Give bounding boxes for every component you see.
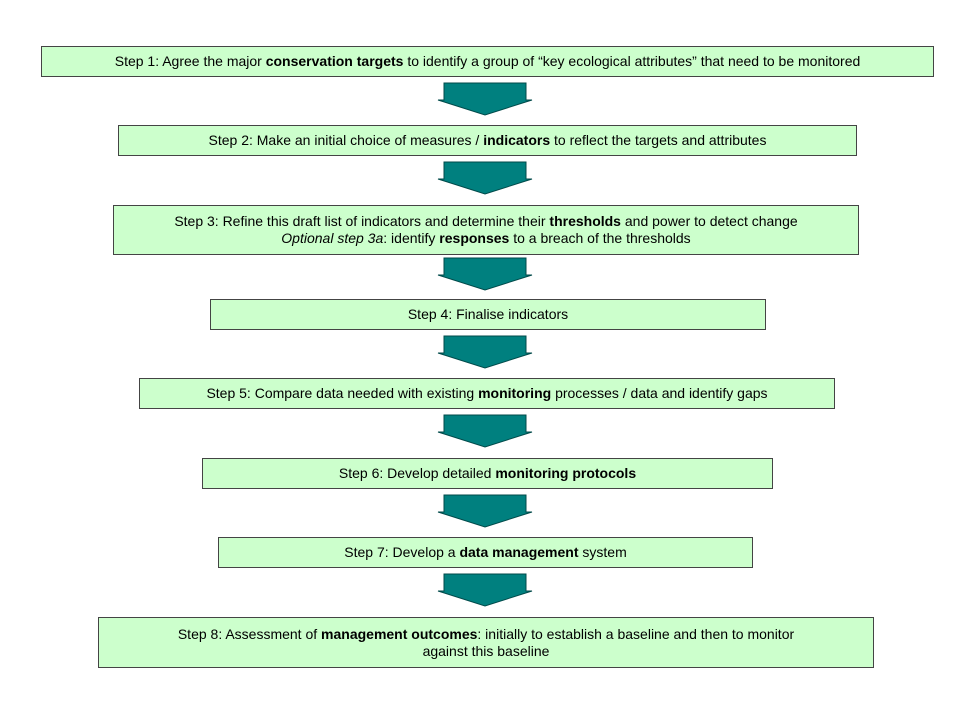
step-5-box: Step 5: Compare data needed with existin… bbox=[139, 378, 835, 409]
step-3-line: Optional step 3a: identify responses to … bbox=[281, 230, 690, 247]
step-emphasis-text: conservation targets bbox=[265, 53, 404, 69]
step-text: and power to detect change bbox=[620, 213, 798, 229]
step-8-line: against this baseline bbox=[423, 643, 550, 660]
down-arrow-7 bbox=[437, 573, 533, 607]
step-text: Step 5: Compare data needed with existin… bbox=[206, 385, 479, 401]
step-2-box: Step 2: Make an initial choice of measur… bbox=[118, 125, 857, 156]
step-7-box: Step 7: Develop a data management system bbox=[218, 537, 753, 568]
step-emphasis-text: monitoring protocols bbox=[495, 465, 637, 481]
step-text: : identify bbox=[383, 230, 440, 246]
step-emphasis-text: indicators bbox=[483, 132, 551, 148]
step-emphasis-text: responses bbox=[439, 230, 510, 246]
step-text: system bbox=[578, 544, 627, 560]
step-8-box: Step 8: Assessment of management outcome… bbox=[98, 617, 874, 668]
down-arrow-5 bbox=[437, 414, 533, 448]
step-3-line: Step 3: Refine this draft list of indica… bbox=[174, 213, 797, 230]
step-8-line: Step 8: Assessment of management outcome… bbox=[178, 626, 794, 643]
step-text: Step 8: Assessment of bbox=[177, 625, 322, 642]
step-emphasis-text: monitoring bbox=[478, 385, 552, 401]
step-5-line: Step 5: Compare data needed with existin… bbox=[206, 385, 767, 402]
step-text: Step 3: Refine this draft list of indica… bbox=[174, 213, 550, 229]
step-text: Step 6: Develop detailed bbox=[338, 465, 496, 481]
step-text: to identify a group of “key ecological a… bbox=[403, 53, 861, 69]
step-3-box: Step 3: Refine this draft list of indica… bbox=[113, 205, 859, 255]
step-text: Step 1: Agree the major bbox=[114, 53, 266, 69]
step-text: to reflect the targets and attributes bbox=[550, 132, 767, 148]
step-emphasis-text: management outcomes bbox=[321, 625, 478, 642]
step-text: to a breach of the thresholds bbox=[509, 230, 691, 246]
step-text: Step 4: Finalise indicators bbox=[407, 306, 569, 322]
step-7-line: Step 7: Develop a data management system bbox=[344, 544, 626, 561]
step-text: Step 2: Make an initial choice of measur… bbox=[208, 132, 484, 148]
step-4-box: Step 4: Finalise indicators bbox=[210, 299, 766, 330]
step-emphasis-text: thresholds bbox=[549, 213, 621, 229]
step-text: : initially to establish a baseline and … bbox=[477, 625, 795, 642]
step-italic-text: Optional step 3a bbox=[281, 230, 384, 246]
step-1-box: Step 1: Agree the major conservation tar… bbox=[41, 46, 934, 77]
step-text: against this baseline bbox=[422, 642, 550, 659]
step-text: processes / data and identify gaps bbox=[551, 385, 768, 401]
step-6-box: Step 6: Develop detailed monitoring prot… bbox=[202, 458, 773, 489]
down-arrow-3 bbox=[437, 257, 533, 291]
step-emphasis-text: data management bbox=[459, 544, 579, 560]
step-2-line: Step 2: Make an initial choice of measur… bbox=[209, 132, 767, 149]
down-arrow-1 bbox=[437, 82, 533, 116]
step-6-line: Step 6: Develop detailed monitoring prot… bbox=[339, 465, 636, 482]
down-arrow-2 bbox=[437, 161, 533, 195]
down-arrow-4 bbox=[437, 335, 533, 369]
down-arrow-6 bbox=[437, 494, 533, 528]
step-text: Step 7: Develop a bbox=[344, 544, 460, 560]
step-1-line: Step 1: Agree the major conservation tar… bbox=[115, 53, 861, 70]
step-4-line: Step 4: Finalise indicators bbox=[408, 306, 568, 323]
